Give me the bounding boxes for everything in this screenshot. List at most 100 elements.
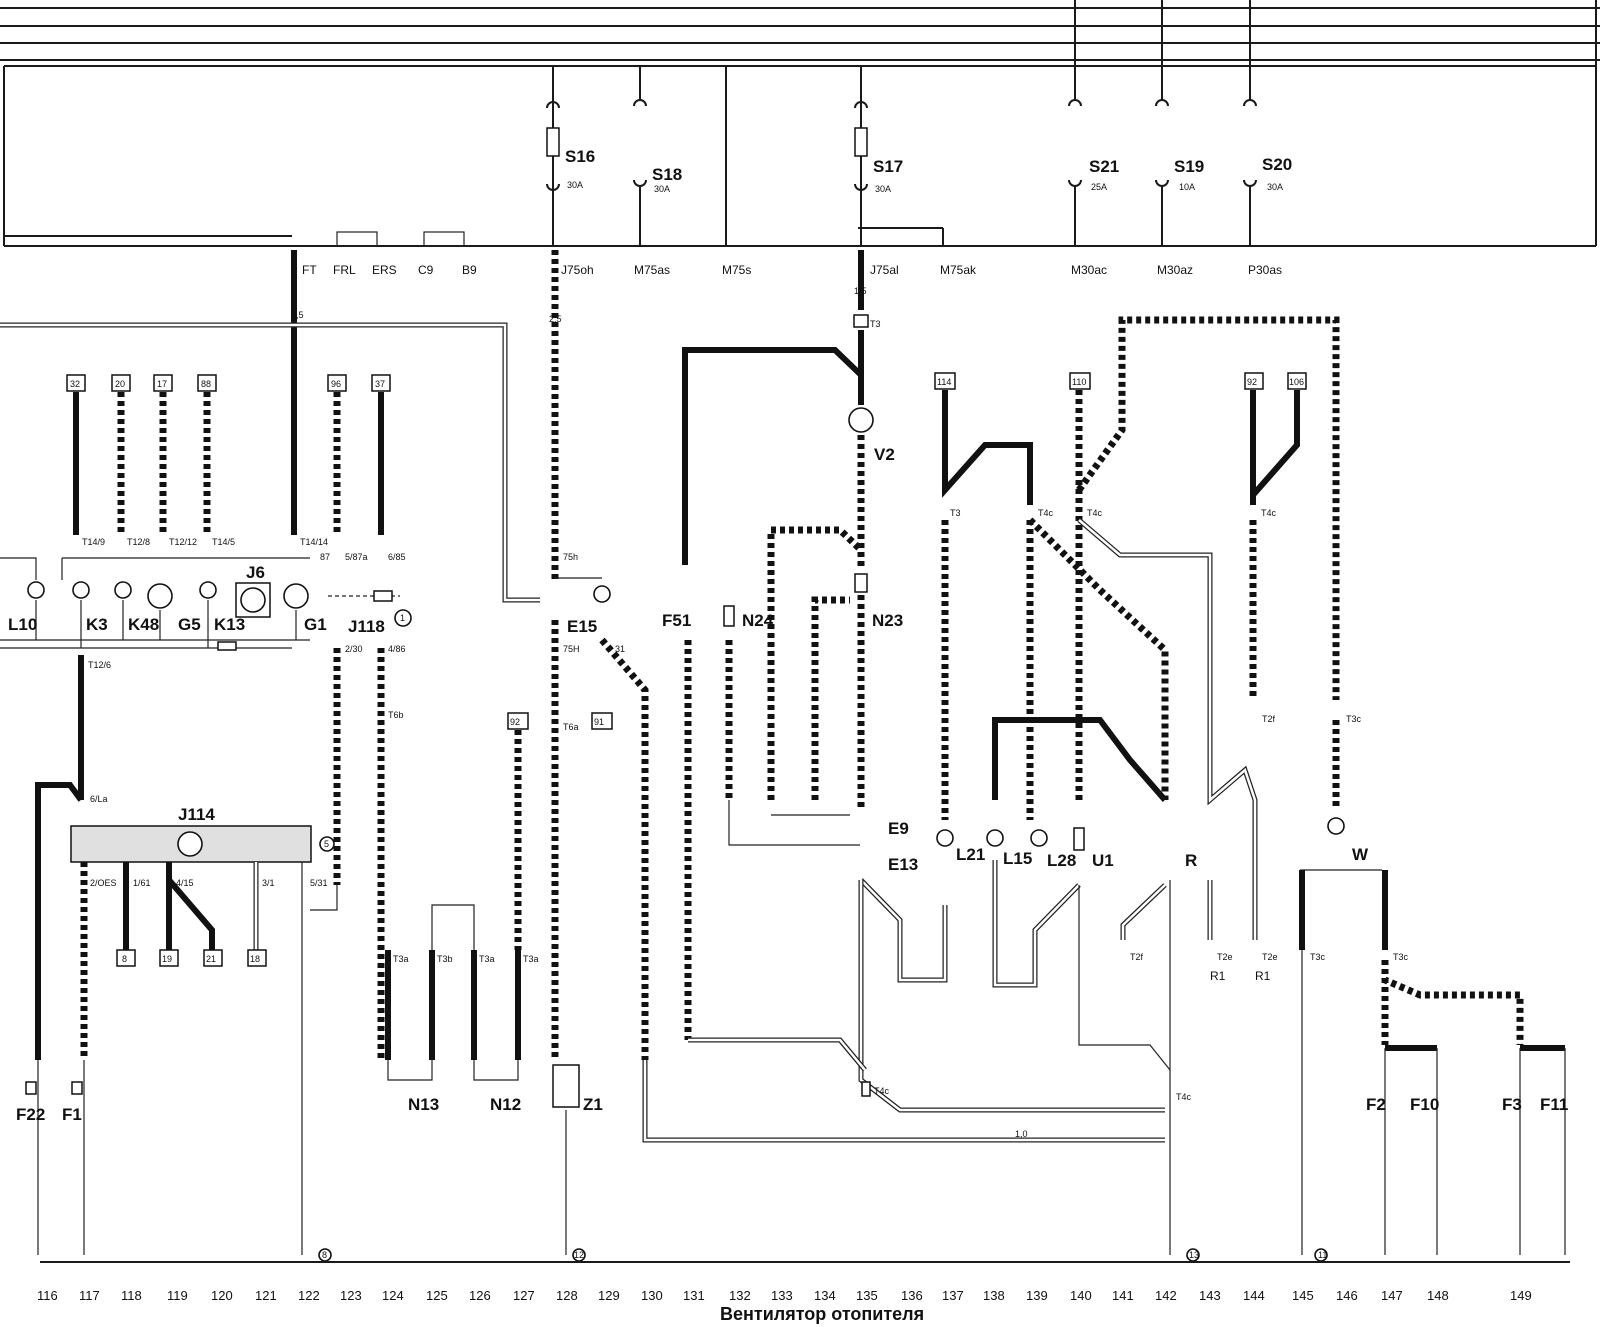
svg-text:1: 1 — [400, 613, 405, 623]
svg-text:92: 92 — [1247, 377, 1257, 387]
svg-text:12: 12 — [574, 1250, 584, 1260]
column-number-140: 140 — [1070, 1288, 1092, 1303]
svg-text:T2e: T2e — [1262, 952, 1278, 962]
svg-text:1,5: 1,5 — [854, 286, 867, 296]
terminal-j75al: J75al — [870, 263, 899, 277]
svg-text:2,5: 2,5 — [549, 314, 562, 324]
svg-text:T14/9: T14/9 — [82, 537, 105, 547]
terminal-ft: FT — [302, 263, 317, 277]
column-number-130: 130 — [641, 1288, 663, 1303]
svg-text:L15: L15 — [1003, 849, 1032, 868]
column-number-121: 121 — [255, 1288, 277, 1303]
column-number-132: 132 — [729, 1288, 751, 1303]
svg-text:T3c: T3c — [1346, 714, 1362, 724]
column-number-128: 128 — [556, 1288, 578, 1303]
svg-text:L21: L21 — [956, 845, 985, 864]
column-number-141: 141 — [1112, 1288, 1134, 1303]
column-number-145: 145 — [1292, 1288, 1314, 1303]
rear-window-heater: 2,5 91 75h 75H 31 T6a E15 Z1 12 — [549, 250, 649, 1262]
svg-text:T2f: T2f — [1262, 714, 1276, 724]
lamp-l15-icon — [986, 829, 1004, 847]
svg-text:F1: F1 — [62, 1105, 82, 1124]
column-number-142: 142 — [1155, 1288, 1177, 1303]
svg-text:T3: T3 — [950, 508, 961, 518]
fuse-s19-label: S19 — [1174, 157, 1204, 176]
svg-text:F51: F51 — [662, 611, 691, 630]
column-number-120: 120 — [211, 1288, 233, 1303]
column-number-133: 133 — [771, 1288, 793, 1303]
ref-box-32 — [66, 374, 86, 392]
column-number-149: 149 — [1510, 1288, 1532, 1303]
lamp-l28-icon — [1030, 829, 1048, 847]
svg-text:31: 31 — [615, 644, 625, 654]
svg-text:110: 110 — [1072, 377, 1086, 387]
column-number-127: 127 — [513, 1288, 535, 1303]
terminal-b9: B9 — [462, 263, 477, 277]
terminal-m75ak: M75ak — [940, 263, 977, 277]
svg-text:V2: V2 — [874, 445, 895, 464]
fuse-row: S16 30A S18 30A S17 30A S21 25A S19 10A … — [546, 66, 1292, 246]
svg-text:T3c: T3c — [1393, 952, 1409, 962]
svg-text:T4c: T4c — [1038, 508, 1054, 518]
terminal-m30ac: M30ac — [1071, 263, 1107, 277]
svg-text:N23: N23 — [872, 611, 903, 630]
gauge-g5-icon — [147, 583, 173, 609]
fuse-s18-rating: 30A — [654, 184, 670, 194]
terminal-j75oh: J75oh — [561, 263, 594, 277]
fuse-s21-rating: 25A — [1091, 182, 1107, 192]
svg-text:T14/5: T14/5 — [212, 537, 235, 547]
lighting-and-lighter: 114 L21 T3 110 T4c T4c L15 L28 U1 R T2f … — [934, 316, 1362, 1262]
svg-text:20: 20 — [115, 379, 125, 389]
column-number-124: 124 — [382, 1288, 404, 1303]
svg-text:106: 106 — [1289, 377, 1304, 387]
column-number-116: 116 — [37, 1288, 58, 1303]
svg-text:18: 18 — [250, 954, 260, 964]
svg-text:32: 32 — [70, 379, 80, 389]
column-number-137: 137 — [942, 1288, 964, 1303]
svg-text:37: 37 — [375, 379, 385, 389]
svg-text:13: 13 — [1189, 1250, 1199, 1260]
resistor-block: 92 T3a T3b T3a T3a N13 N12 — [385, 712, 539, 1114]
svg-text:T4c: T4c — [874, 1086, 890, 1096]
column-number-126: 126 — [469, 1288, 491, 1303]
svg-text:T6b: T6b — [388, 710, 404, 720]
lamp-k48-icon — [114, 581, 132, 599]
svg-text:4/15: 4/15 — [176, 878, 194, 888]
fuse-s19-rating: 10A — [1179, 182, 1195, 192]
svg-text:J118: J118 — [348, 617, 385, 636]
svg-text:91: 91 — [594, 717, 604, 727]
svg-text:5/31: 5/31 — [310, 878, 328, 888]
supply-bus — [0, 0, 1600, 247]
svg-text:U1: U1 — [1092, 851, 1114, 870]
terminal-m30az: M30az — [1157, 263, 1193, 277]
svg-text:6/La: 6/La — [90, 794, 108, 804]
terminal-m75as: M75as — [634, 263, 670, 277]
svg-text:T4c: T4c — [1261, 508, 1277, 518]
terminal-m75s: M75s — [722, 263, 751, 277]
marker-1 — [394, 609, 412, 627]
svg-text:3/1: 3/1 — [262, 878, 275, 888]
svg-text:F10: F10 — [1410, 1095, 1439, 1114]
svg-text:L28: L28 — [1047, 851, 1076, 870]
lamp-l10-icon — [27, 581, 45, 599]
column-number-129: 129 — [598, 1288, 620, 1303]
svg-text:96: 96 — [331, 379, 341, 389]
svg-text:88: 88 — [201, 379, 211, 389]
svg-text:E9: E9 — [888, 819, 909, 838]
column-number-147: 147 — [1381, 1288, 1403, 1303]
courtesy-light: W T3c T3c F2 F10 F3 F11 11 — [1299, 720, 1568, 1262]
lighter-u1-icon — [1073, 827, 1085, 851]
svg-text:G5: G5 — [178, 615, 201, 634]
heater-fan-motor: 1,5 T3 V2 N23 F51 N24 E9 E13 1,0 T4c — [642, 250, 1165, 1143]
svg-text:T3a: T3a — [393, 954, 409, 964]
bus-terminal-labels: FT FRL ERS C9 B9 J75oh M75as M75s J75al … — [302, 263, 1282, 277]
svg-text:T3a: T3a — [479, 954, 495, 964]
svg-text:K3: K3 — [86, 615, 108, 634]
svg-text:8: 8 — [122, 954, 127, 964]
fuse-s16-label: S16 — [565, 147, 595, 166]
column-number-134: 134 — [814, 1288, 836, 1303]
svg-text:5/87a: 5/87a — [345, 552, 368, 562]
svg-text:K48: K48 — [128, 615, 159, 634]
svg-text:E15: E15 — [567, 617, 597, 636]
